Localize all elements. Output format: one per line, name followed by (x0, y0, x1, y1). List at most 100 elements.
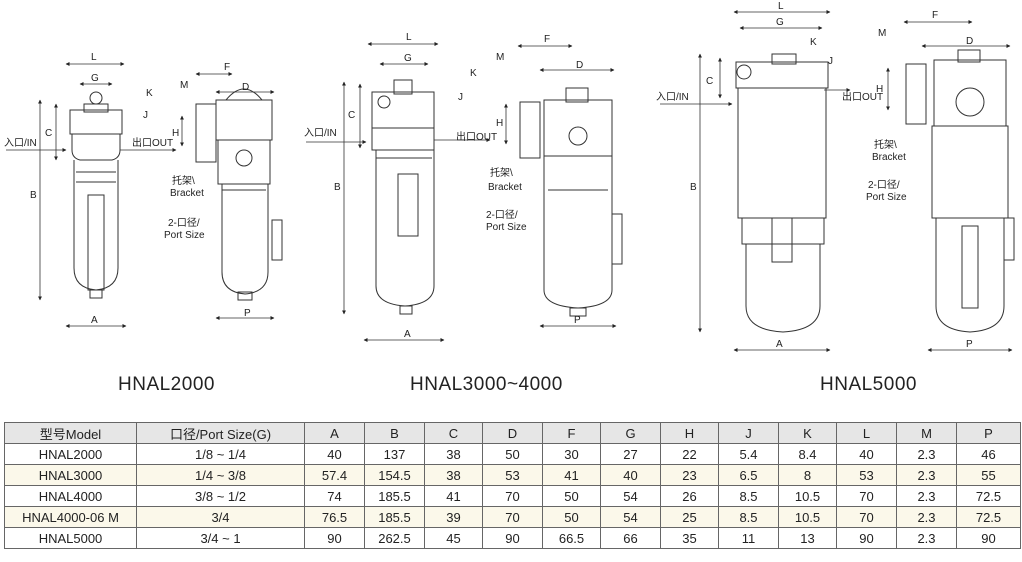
cell-k: 13 (778, 527, 837, 549)
model-title-hnal2000: HNAL2000 (118, 374, 215, 395)
technical-drawings: L G K J C B A F D M H P 入口/IN 出口OUT 托架\ … (4, 1, 1015, 352)
dim-B-5000: B (690, 182, 697, 193)
dim-J-2000: J (143, 110, 148, 121)
dim-C-3000: C (348, 110, 355, 121)
header-c: C (424, 422, 483, 444)
header-g: G (600, 422, 661, 444)
dim-H-5000: H (876, 84, 883, 95)
header-d: D (482, 422, 543, 444)
dim-J-3000: J (458, 92, 463, 103)
cell-h: 22 (660, 443, 719, 465)
dim-D-2000: D (242, 82, 249, 93)
cell-g: 27 (600, 443, 661, 465)
header-j: J (718, 422, 779, 444)
cell-f: 41 (542, 464, 601, 486)
cell-m: 2.3 (896, 527, 957, 549)
cell-f: 66.5 (542, 527, 601, 549)
cell-l: 70 (836, 506, 897, 528)
label-bracket-cn-5000: 托架\ (874, 138, 897, 151)
cell-d: 70 (482, 485, 543, 507)
dim-D-3000: D (576, 60, 583, 71)
cell-k: 8.4 (778, 443, 837, 465)
cell-p: 55 (956, 464, 1021, 486)
dim-M-2000: M (180, 80, 188, 91)
dim-M-3000: M (496, 52, 504, 63)
label-bracket-en-5000: Bracket (872, 152, 906, 163)
dim-K-2000: K (146, 88, 153, 99)
cell-f: 50 (542, 506, 601, 528)
dim-K-3000: K (470, 68, 477, 79)
cell-l: 53 (836, 464, 897, 486)
dim-G-5000: G (776, 17, 784, 28)
dim-H-2000: H (172, 128, 179, 139)
cell-j: 8.5 (718, 506, 779, 528)
header-k: K (778, 422, 837, 444)
cell-b: 185.5 (364, 506, 425, 528)
cell-b: 185.5 (364, 485, 425, 507)
cell-c: 38 (424, 443, 483, 465)
cell-m: 2.3 (896, 464, 957, 486)
cell-f: 30 (542, 443, 601, 465)
cell-model: HNAL4000 (4, 485, 137, 507)
label-bracket-en-2000: Bracket (170, 188, 204, 199)
label-out-2000: 出口OUT (132, 136, 173, 149)
cell-b: 154.5 (364, 464, 425, 486)
drawing-hnal2000 (69, 88, 283, 301)
dim-A-3000: A (404, 329, 411, 340)
cell-port-size: 1/4 ~ 3/8 (136, 464, 305, 486)
cell-j: 11 (718, 527, 779, 549)
dim-C-5000: C (706, 76, 713, 87)
cell-port-size: 3/4 (136, 506, 305, 528)
dim-K-5000: K (810, 37, 817, 48)
label-port-cn-3000: 2-口径/ (486, 208, 518, 221)
dim-A-5000: A (776, 339, 783, 350)
dim-F-2000: F (224, 62, 230, 73)
dim-P-3000: P (574, 315, 581, 326)
model-title-hnal5000: HNAL5000 (820, 374, 917, 395)
cell-p: 90 (956, 527, 1021, 549)
labels-hnal3000-4000: L G K J C B A F D M H P 入口/IN 出口OUT 托架\ … (304, 32, 583, 340)
cell-b: 262.5 (364, 527, 425, 549)
dimensions-hnal5000 (660, 10, 1013, 352)
table-row: HNAL4000 3/8 ~ 1/2 74 185.5 41 70 50 54 … (4, 485, 1021, 507)
cell-m: 2.3 (896, 506, 957, 528)
cell-model: HNAL5000 (4, 527, 137, 549)
dim-F-3000: F (544, 34, 550, 45)
header-b: B (364, 422, 425, 444)
cell-a: 74 (304, 485, 365, 507)
cell-f: 50 (542, 485, 601, 507)
label-bracket-en-3000: Bracket (488, 182, 522, 193)
cell-port-size: 3/4 ~ 1 (136, 527, 305, 549)
cell-port-size: 3/8 ~ 1/2 (136, 485, 305, 507)
cell-d: 53 (482, 464, 543, 486)
dim-P-2000: P (244, 308, 251, 319)
table-row: HNAL3000 1/4 ~ 3/8 57.4 154.5 38 53 41 4… (4, 464, 1021, 486)
dim-J-5000: J (828, 56, 833, 67)
cell-k: 10.5 (778, 485, 837, 507)
cell-k: 10.5 (778, 506, 837, 528)
dim-H-3000: H (496, 118, 503, 129)
label-bracket-cn-2000: 托架\ (172, 174, 195, 187)
dim-L-5000: L (778, 1, 784, 12)
header-l: L (836, 422, 897, 444)
dimensions-hnal3000-4000 (306, 42, 617, 342)
label-out-3000: 出口OUT (456, 130, 497, 143)
header-f: F (542, 422, 601, 444)
dimensions-hnal2000 (6, 62, 275, 328)
cell-b: 137 (364, 443, 425, 465)
cell-p: 72.5 (956, 485, 1021, 507)
cell-a: 40 (304, 443, 365, 465)
table-row: HNAL2000 1/8 ~ 1/4 40 137 38 50 30 27 22… (4, 443, 1021, 465)
cell-l: 40 (836, 443, 897, 465)
labels-hnal5000: L G K J C B A F D M H P 入口/IN 出口OUT 托架\ … (656, 1, 973, 350)
header-model: 型号Model (4, 422, 137, 444)
drawing-hnal3000-4000 (371, 79, 623, 317)
cell-k: 8 (778, 464, 837, 486)
model-title-hnal3000-4000: HNAL3000~4000 (410, 374, 563, 395)
dim-D-5000: D (966, 36, 973, 47)
label-bracket-cn-3000: 托架\ (490, 166, 513, 179)
cell-j: 8.5 (718, 485, 779, 507)
label-in-5000: 入口/IN (656, 92, 689, 103)
table-header-row: 型号Model 口径/Port Size(G) A B C D F G H J … (4, 422, 1021, 444)
table-row: HNAL5000 3/4 ~ 1 90 262.5 45 90 66.5 66 … (4, 527, 1021, 549)
